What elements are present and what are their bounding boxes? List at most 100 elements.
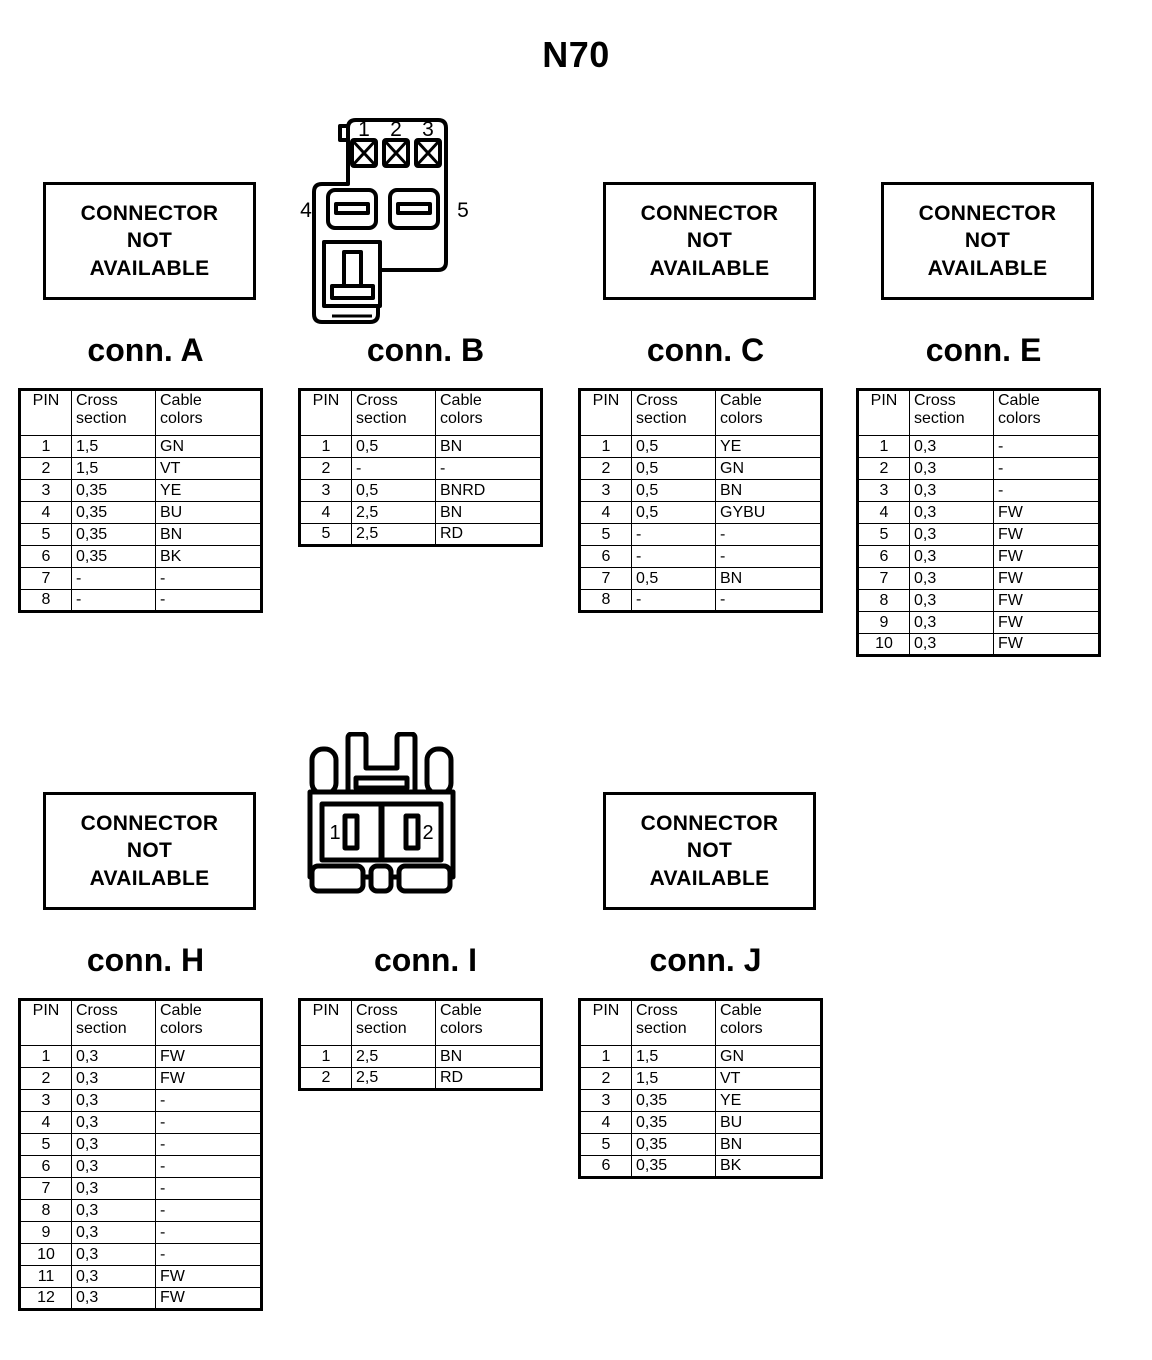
connector-not-available-line-2: NOT <box>686 839 733 863</box>
cell-cross-section: 0,3 <box>909 589 994 612</box>
cell-cross-section: 0,5 <box>351 435 436 458</box>
cell-cable-colors: BU <box>155 501 262 524</box>
cell-pin: 5 <box>299 523 352 546</box>
connector-label-h: conn. H <box>86 942 205 978</box>
cell-pin: 6 <box>19 1155 72 1178</box>
column-header-cable-line2: colors <box>720 410 763 427</box>
cell-cable-colors: - <box>155 1089 262 1112</box>
column-header-cable-line2: colors <box>440 1020 483 1037</box>
cell-pin: 2 <box>579 1067 632 1090</box>
connector-not-available-line-3: AVAILABLE <box>649 256 770 280</box>
connector-not-available-line-2: NOT <box>126 229 173 253</box>
column-header-pin: PIN <box>579 999 632 1046</box>
cell-cross-section: 0,3 <box>909 611 994 634</box>
cell-pin: 5 <box>579 523 632 546</box>
cell-pin: 8 <box>579 589 632 612</box>
cell-cable-colors: GN <box>715 457 822 480</box>
cell-pin: 7 <box>19 1177 72 1200</box>
cell-cable-colors: - <box>155 1221 262 1244</box>
cell-cable-colors: FW <box>155 1265 262 1288</box>
connector-not-available-line-1: CONNECTOR <box>640 202 779 226</box>
column-header-cable-line1: Cable <box>160 1002 202 1019</box>
connector-not-available-line-2: NOT <box>686 229 733 253</box>
cell-pin: 3 <box>579 1089 632 1112</box>
cell-cable-colors: FW <box>993 567 1100 590</box>
cell-cross-section: 0,35 <box>71 501 156 524</box>
cell-cable-colors: FW <box>993 633 1100 656</box>
pin-marker-1: 1 <box>358 118 370 141</box>
connector-not-available-line-2: NOT <box>964 229 1011 253</box>
pin-marker-4: 4 <box>300 199 312 222</box>
cell-cross-section: 0,3 <box>71 1089 156 1112</box>
table-row: 8-- <box>19 589 262 612</box>
cell-pin: 1 <box>19 1045 72 1068</box>
cell-pin: 5 <box>19 1133 72 1156</box>
cell-pin: 4 <box>19 501 72 524</box>
column-header-pin: PIN <box>19 999 72 1046</box>
cell-pin: 2 <box>579 457 632 480</box>
cell-cross-section: 0,5 <box>631 457 716 480</box>
cell-cable-colors: BN <box>715 479 822 502</box>
cell-cable-colors: - <box>993 457 1100 480</box>
cell-cross-section: 0,5 <box>631 435 716 458</box>
cell-cable-colors: BN <box>715 1133 822 1156</box>
cell-pin: 2 <box>299 1067 352 1090</box>
cell-pin: 12 <box>19 1287 72 1310</box>
cell-pin: 4 <box>299 501 352 524</box>
cell-pin: 3 <box>19 1089 72 1112</box>
cell-pin: 2 <box>19 457 72 480</box>
cell-cable-colors: FW <box>155 1045 262 1068</box>
cell-pin: 8 <box>857 589 910 612</box>
connector-label-c: conn. C <box>646 332 765 368</box>
cell-cable-colors: GYBU <box>715 501 822 524</box>
cell-cable-colors: YE <box>715 435 822 458</box>
cell-pin: 1 <box>299 1045 352 1068</box>
cell-pin: 10 <box>857 633 910 656</box>
cell-cross-section: 0,5 <box>631 567 716 590</box>
cell-cable-colors: BK <box>155 545 262 568</box>
cell-cable-colors: RD <box>435 1067 542 1090</box>
column-header-cross-line2: section <box>636 410 687 427</box>
cell-cross-section: 0,5 <box>631 501 716 524</box>
column-header-cross-line2: section <box>76 410 127 427</box>
connector-not-available-line-3: AVAILABLE <box>89 866 210 890</box>
cell-cable-colors: BU <box>715 1111 822 1134</box>
cell-pin: 4 <box>579 1111 632 1134</box>
cell-cable-colors: BN <box>435 501 542 524</box>
cell-pin: 7 <box>19 567 72 590</box>
cell-cross-section: 0,3 <box>909 523 994 546</box>
cell-pin: 2 <box>19 1067 72 1090</box>
cell-cross-section: - <box>71 589 156 612</box>
column-header-cable-line2: colors <box>720 1020 763 1037</box>
cell-cross-section: 0,3 <box>909 435 994 458</box>
cell-cable-colors: BN <box>435 1045 542 1068</box>
